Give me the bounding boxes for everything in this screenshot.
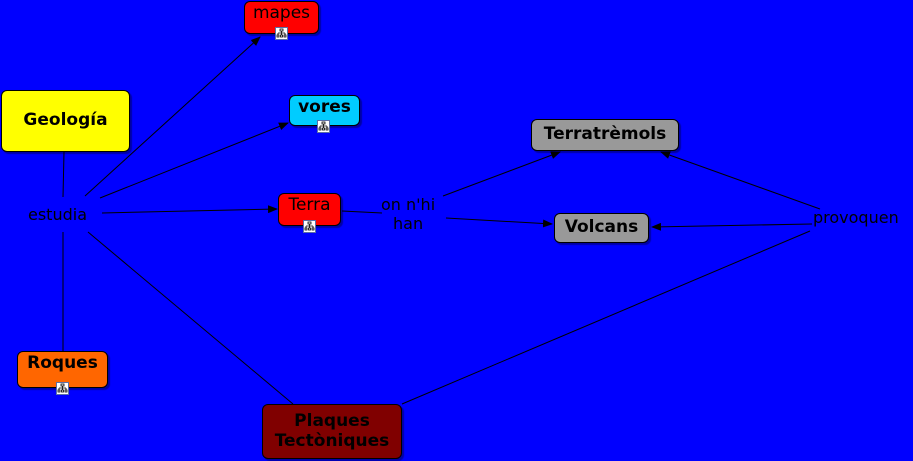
concept-map-resource-icon[interactable] (303, 220, 316, 233)
link-provoquen-label: provoquen (813, 208, 899, 227)
link-on-nhi-han-line2: han (393, 214, 424, 234)
edge-onnhi-terratremols (442, 151, 561, 197)
concept-geologia-label: Geología (23, 110, 108, 131)
concept-map-resource-icon[interactable] (275, 27, 288, 40)
link-on-nhi-han-line1: on n'hi (381, 195, 436, 214)
edge-estudia-vores (99, 122, 289, 199)
concept-roques-label: Roques (27, 353, 98, 373)
concept-terratremols-label: Terratrèmols (543, 124, 667, 145)
edge-plaques-provoquen (401, 230, 811, 405)
link-provoquen[interactable]: provoquen (813, 208, 899, 227)
concept-mapes-label: mapes (252, 3, 311, 23)
edge-provoquen-terratremols (660, 151, 821, 210)
edge-geologia-estudia (62, 151, 65, 198)
concept-plaques-tectoniques[interactable]: Plaques Tectòniques (262, 404, 402, 459)
concept-volcans-label: Volcans (564, 217, 639, 238)
link-estudia[interactable]: estudia (28, 205, 87, 224)
concept-volcans[interactable]: Volcans (554, 213, 649, 243)
concept-mapes[interactable]: mapes (244, 1, 319, 34)
concept-terra-label: Terra (288, 195, 331, 215)
concept-plaques-label-line2: Tectòniques (274, 430, 390, 451)
edge-estudia-plaques (87, 231, 294, 405)
link-on-nhi-han[interactable]: on n'hi han (381, 195, 435, 233)
concept-geologia[interactable]: Geología (1, 90, 130, 152)
concept-vores-label: vores (298, 97, 351, 117)
concept-roques[interactable]: Roques (17, 351, 108, 388)
link-estudia-label: estudia (28, 205, 87, 224)
edge-estudia-mapes (84, 36, 261, 197)
concept-plaques-label-line1: Plaques (294, 410, 370, 431)
concept-map-resource-icon[interactable] (56, 382, 69, 395)
concept-map-resource-icon[interactable] (317, 120, 330, 133)
edge-onnhi-volcans (445, 217, 553, 228)
concept-terratremols[interactable]: Terratrèmols (531, 119, 679, 151)
edge-provoquen-volcans (651, 222, 813, 231)
edge-terra-onnhi (341, 210, 383, 214)
edge-estudia-terra (101, 205, 278, 214)
